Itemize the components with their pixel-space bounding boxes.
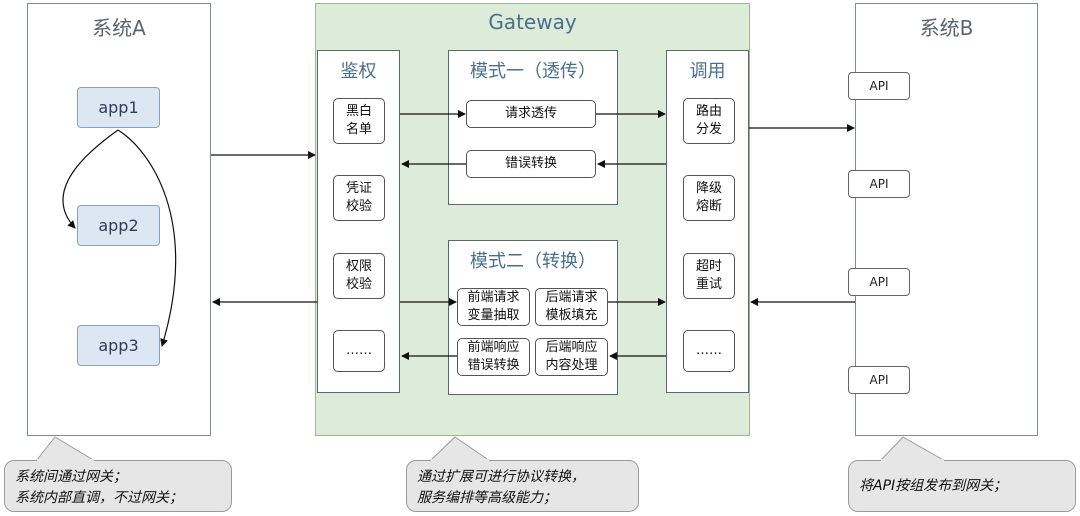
note-middle: 通过扩展可进行协议转换， 服务编排等高级能力；	[406, 460, 639, 512]
mode2-title: 模式二（转换）	[470, 251, 596, 272]
app1-to-app3-arrow	[117, 129, 177, 347]
invoke-routing: 路由 分发	[683, 98, 735, 144]
mode1-error-convert: 错误转换	[466, 150, 596, 178]
app2-box: app2	[77, 205, 160, 246]
auth-blacklist: 黑白 名单	[333, 98, 385, 144]
mode2-frontend-request: 前端请求 变量抽取	[457, 288, 530, 326]
mode1-title: 模式一（透传）	[470, 61, 596, 82]
auth-title: 鉴权	[340, 61, 377, 82]
api-box: API	[848, 366, 910, 394]
note-middle-seam	[431, 459, 489, 462]
note-left: 系统间通过网关； 系统内部直调，不过网关；	[4, 460, 232, 512]
gateway-title: Gateway	[488, 10, 577, 34]
mode2-backend-request: 后端请求 模板填充	[535, 288, 608, 326]
invoke-title: 调用	[689, 61, 726, 82]
auth-permission: 权限 校验	[333, 253, 385, 299]
note-right-seam	[881, 459, 944, 462]
mode2-backend-response: 后端响应 内容处理	[535, 338, 608, 376]
auth-credential: 凭证 校验	[333, 175, 385, 221]
api-box: API	[848, 72, 910, 100]
api-box: API	[848, 268, 910, 296]
note-left-seam	[37, 459, 94, 462]
note-left-tail	[35, 436, 96, 462]
invoke-more: ……	[683, 330, 735, 372]
api-box: API	[848, 170, 910, 198]
invoke-timeout-retry: 超时 重试	[683, 253, 735, 299]
app3-box: app3	[77, 325, 160, 366]
system-a-title: 系统A	[92, 16, 146, 40]
mode1-forward: 请求透传	[466, 100, 596, 128]
note-right-tail	[879, 436, 946, 462]
invoke-circuit-break: 降级 熔断	[683, 175, 735, 221]
system-b-title: 系统B	[919, 16, 974, 40]
mode2-frontend-response: 前端响应 错误转换	[457, 338, 530, 376]
note-middle-tail	[429, 436, 491, 462]
app1-to-app2-arrow	[62, 129, 119, 229]
note-right: 将API按组发布到网关；	[848, 460, 1076, 512]
auth-more: ……	[333, 330, 385, 372]
app1-box: app1	[77, 87, 160, 128]
